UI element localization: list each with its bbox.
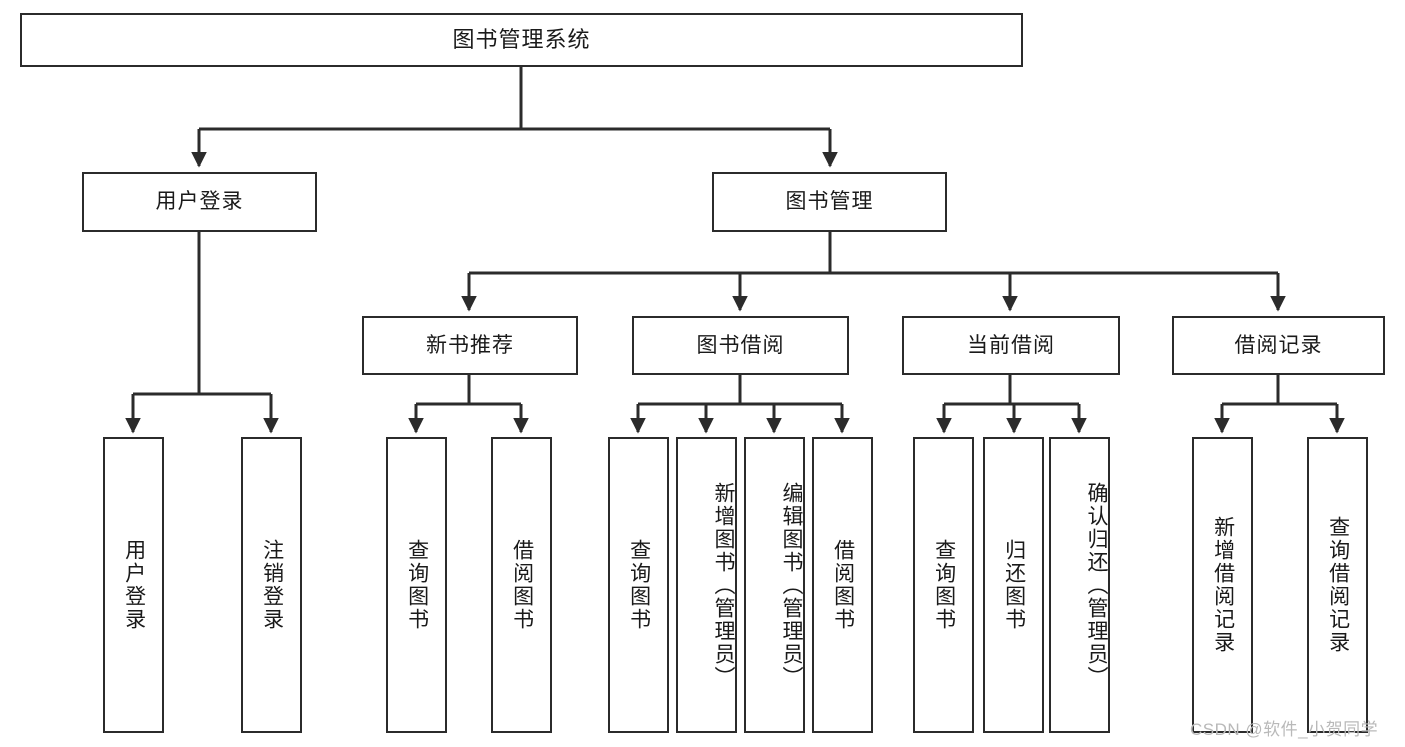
node-label: 图书管理	[785, 190, 874, 214]
node-label: 查询借阅记录	[1326, 516, 1350, 654]
leaf-add-borrow-record[interactable]: 新增借阅记录	[1192, 437, 1253, 733]
node-label: 图书借阅	[696, 333, 785, 357]
node-label: 新书推荐	[426, 333, 514, 357]
leaf-query-book-current[interactable]: 查询图书	[913, 437, 974, 733]
node-book-management[interactable]: 图书管理	[712, 172, 947, 232]
node-label: 编辑图书（管理员）	[780, 481, 803, 689]
node-label: 确认归还（管理员）	[1085, 481, 1108, 689]
leaf-user-login[interactable]: 用户登录	[103, 437, 164, 733]
leaf-user-logout[interactable]: 注销登录	[241, 437, 302, 733]
node-borrow-record[interactable]: 借阅记录	[1172, 316, 1385, 375]
node-label: 归还图书	[1002, 539, 1026, 631]
node-label: 当前借阅	[967, 333, 1055, 357]
node-label: 用户登录	[122, 539, 146, 631]
node-user-login[interactable]: 用户登录	[82, 172, 317, 232]
leaf-query-borrow-record[interactable]: 查询借阅记录	[1307, 437, 1368, 733]
csdn-watermark: CSDN @软件_小贺同学	[1190, 720, 1379, 739]
node-label: 用户登录	[155, 190, 244, 214]
leaf-borrow-book-recommend[interactable]: 借阅图书	[491, 437, 552, 733]
node-label: 图书管理系统	[452, 26, 591, 52]
leaf-return-book[interactable]: 归还图书	[983, 437, 1044, 733]
node-label: 新增图书（管理员）	[712, 481, 735, 689]
leaf-add-book-admin[interactable]: 新增图书（管理员）	[676, 437, 737, 733]
leaf-query-book-borrow[interactable]: 查询图书	[608, 437, 669, 733]
node-label: 借阅记录	[1234, 333, 1323, 357]
node-label: 借阅图书	[831, 539, 855, 631]
node-label: 注销登录	[260, 539, 284, 631]
node-label: 借阅图书	[510, 539, 534, 631]
leaf-confirm-return-admin[interactable]: 确认归还（管理员）	[1049, 437, 1110, 733]
node-book-borrow[interactable]: 图书借阅	[632, 316, 849, 375]
node-label: 查询图书	[405, 539, 429, 631]
leaf-edit-book-admin[interactable]: 编辑图书（管理员）	[744, 437, 805, 733]
node-new-book-recommend[interactable]: 新书推荐	[362, 316, 578, 375]
node-root-book-management-system[interactable]: 图书管理系统	[20, 13, 1023, 67]
node-label: 查询图书	[627, 539, 651, 631]
leaf-borrow-book[interactable]: 借阅图书	[812, 437, 873, 733]
node-label: 新增借阅记录	[1211, 516, 1235, 654]
leaf-query-book-recommend[interactable]: 查询图书	[386, 437, 447, 733]
node-label: 查询图书	[932, 539, 956, 631]
node-current-borrow[interactable]: 当前借阅	[902, 316, 1120, 375]
